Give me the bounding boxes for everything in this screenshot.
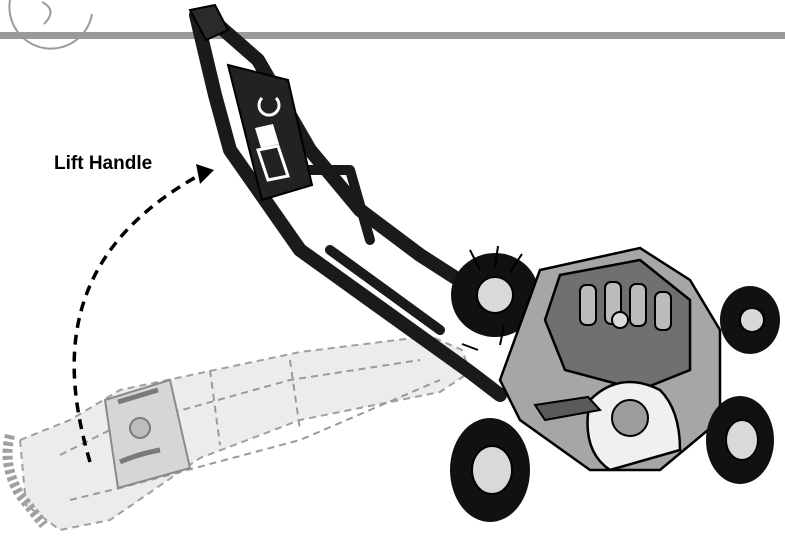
lift-arrow <box>72 164 214 463</box>
handle-icon <box>256 144 290 182</box>
top-rule <box>0 32 785 39</box>
cup-icon <box>255 124 279 148</box>
motion-lines <box>461 245 523 351</box>
ignition-key <box>533 395 602 422</box>
cup-icon <box>129 417 151 439</box>
pull-start-dial <box>611 399 649 437</box>
handle-icon <box>118 447 161 465</box>
lowered-handle-ghost <box>18 334 472 532</box>
power-symbol-icon <box>257 96 281 117</box>
logo-emblem <box>611 311 629 329</box>
corner-logo <box>8 0 93 50</box>
control-panel <box>226 63 314 202</box>
mower-body <box>450 246 780 522</box>
handle-grip <box>188 3 230 42</box>
lift-handle-label: Lift Handle <box>54 153 153 174</box>
arrowhead-icon <box>196 164 214 184</box>
ghost-control-panel <box>103 378 192 490</box>
